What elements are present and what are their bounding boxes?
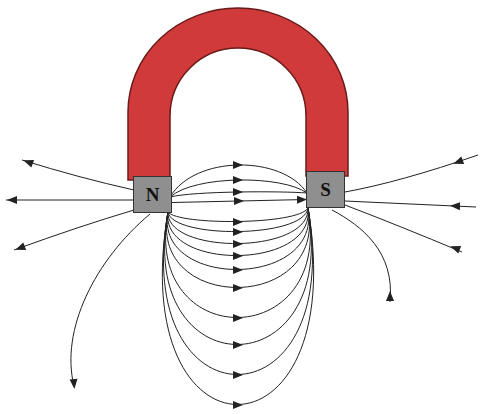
field-arrowhead [233, 228, 243, 236]
field-arrowheads [7, 157, 464, 410]
field-arrowhead [233, 176, 243, 184]
field-line [345, 205, 462, 252]
field-line [170, 165, 307, 197]
field-line [22, 160, 134, 190]
field-arrowhead [233, 188, 243, 196]
field-arrowhead [23, 160, 34, 168]
field-line [166, 208, 311, 317]
field-arrowhead [70, 379, 78, 389]
field-line [166, 208, 309, 287]
field-line [165, 208, 312, 344]
field-arrowhead [15, 243, 26, 251]
field-arrowhead [7, 196, 17, 204]
field-arrowhead [233, 161, 243, 169]
field-arrowhead [233, 218, 243, 226]
field-line [14, 210, 134, 250]
field-line [162, 208, 313, 404]
field-arrowhead [234, 197, 244, 205]
field-line [167, 208, 309, 269]
field-arrowhead [233, 240, 243, 248]
field-arrowhead [386, 291, 394, 301]
field-line [345, 155, 478, 192]
field-arrowhead [450, 202, 460, 210]
south-pole: S [306, 171, 345, 208]
field-arrowhead [233, 314, 243, 322]
field-line [168, 208, 308, 222]
pole-letter: N [146, 185, 160, 204]
field-line [168, 208, 308, 244]
field-arrowhead [233, 401, 243, 409]
field-arrowhead [233, 266, 243, 274]
field-lines [6, 155, 478, 404]
field-line [168, 208, 308, 232]
field-line [6, 200, 133, 201]
field-line [170, 180, 307, 197]
horseshoe-magnet [128, 8, 348, 180]
field-line [332, 210, 391, 302]
north-pole: N [133, 176, 172, 213]
field-arrowhead [450, 246, 461, 254]
pole-letter: S [320, 180, 331, 199]
field-arrowhead [453, 157, 464, 165]
field-line [71, 214, 150, 386]
field-arrowhead [233, 371, 243, 379]
field-line [163, 208, 312, 374]
field-arrowhead [233, 284, 243, 292]
field-line [168, 208, 309, 256]
field-arrowhead [233, 341, 243, 349]
field-arrowhead [233, 252, 243, 260]
